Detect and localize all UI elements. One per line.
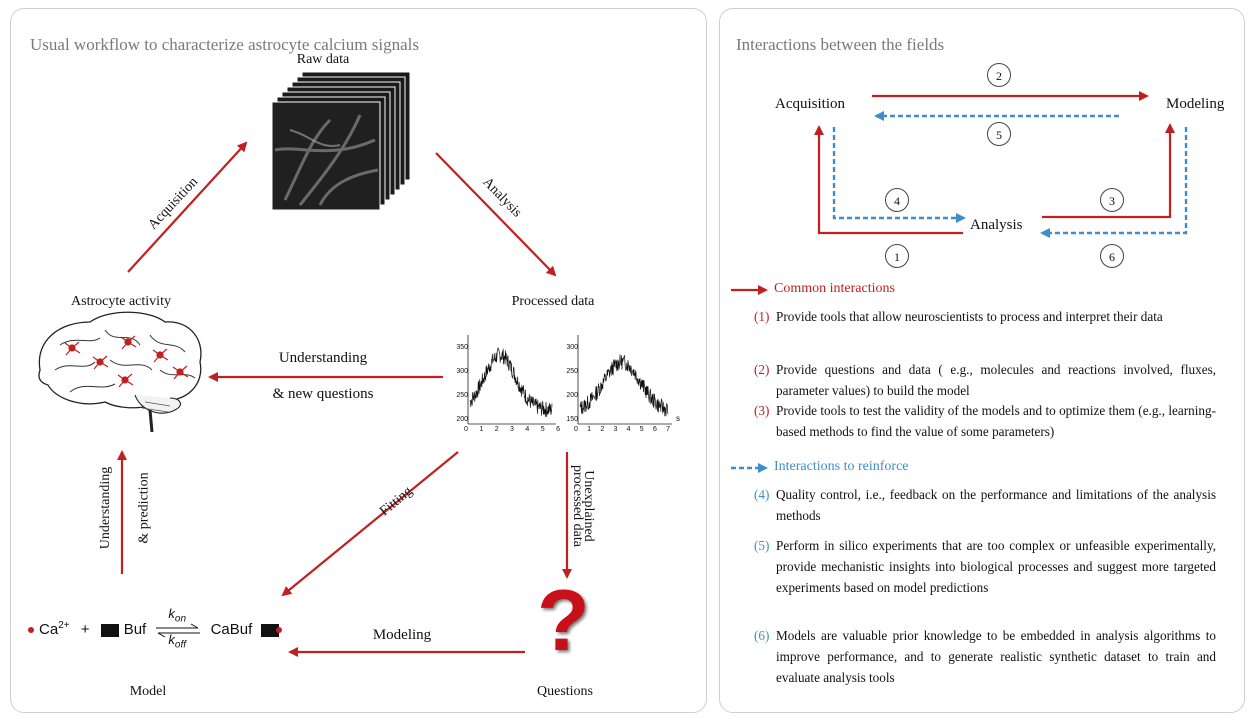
legend-reinforce: Interactions to reinforce	[774, 459, 909, 474]
item-text: Models are valuable prior knowledge to b…	[776, 628, 1216, 685]
item-number: (6)	[754, 628, 770, 643]
processed-data-vertical-label: processed data	[570, 464, 586, 548]
node-analysis: Analysis	[970, 217, 1023, 233]
plot1-ytick: 300	[456, 368, 468, 375]
calcium-dot-icon	[28, 627, 34, 633]
item-text: Provide tools that allow neuroscientists…	[776, 309, 1163, 324]
brain-illustration	[38, 311, 202, 433]
k-off-subscript: off	[174, 639, 187, 651]
plot2-xtick: 6	[652, 426, 657, 433]
processed-data-plot-2	[577, 335, 672, 425]
plot1-ytick: 200	[456, 416, 468, 423]
k-on-symbol: k	[168, 606, 175, 621]
node-acquisition: Acquisition	[775, 96, 845, 112]
plot2-ytick: 150	[566, 416, 578, 423]
buffer-block-icon	[100, 623, 119, 637]
item-number: (4)	[754, 487, 770, 502]
plot2-xtick: 4	[626, 426, 631, 433]
interaction-number-1: 1	[885, 244, 909, 268]
k-on-label: kon	[168, 606, 186, 625]
interaction-number-6: 6	[1100, 244, 1124, 268]
item-number: (5)	[754, 538, 770, 553]
interactions-title: Interactions between the fields	[736, 35, 945, 54]
cabuf-label: CaBuf	[210, 620, 253, 638]
interaction-number-2: 2	[987, 63, 1011, 87]
interaction-number-3: 3	[1100, 188, 1124, 212]
plot1-xtick: 4	[525, 426, 530, 433]
calcium-charge: 2+	[58, 619, 70, 631]
plot2-xtick: 0	[574, 426, 578, 433]
plot2-xticks: 0 1 2 3 4 5 6 7	[574, 426, 670, 433]
plot2-xtick: 5	[639, 426, 644, 433]
new-questions-label: & new questions	[272, 386, 374, 402]
plot1-yticks: 350 300 250 200	[452, 336, 468, 432]
item-number: (3)	[754, 403, 770, 418]
k-on-subscript: on	[174, 613, 187, 625]
astrocyte-activity-label: Astrocyte activity	[71, 294, 171, 309]
plot1-ytick: 250	[456, 392, 468, 399]
understanding-vertical-label: Understanding	[98, 466, 114, 550]
plot1-xtick: 6	[556, 426, 560, 433]
plot1-xtick: 3	[510, 426, 514, 433]
plot1-xtick: 0	[464, 426, 468, 433]
plot2-ytick: 200	[566, 392, 578, 399]
node-modeling: Modeling	[1166, 96, 1225, 112]
plus-sign: +	[80, 620, 90, 638]
interaction-arrows	[814, 91, 1188, 238]
item-text: Quality control, i.e., feedback on the p…	[776, 487, 1216, 523]
plot2-xtick: 2	[600, 426, 605, 433]
workflow-title: Usual workflow to characterize astrocyte…	[30, 35, 419, 54]
understanding-label: Understanding	[278, 350, 368, 366]
plot1-xtick: 2	[494, 426, 499, 433]
modeling-label: Modeling	[372, 627, 432, 643]
interaction-number-4: 4	[885, 188, 909, 212]
prediction-vertical-label: & prediction	[136, 472, 152, 544]
k-off-symbol: k	[168, 632, 175, 647]
plot2-yticks: 300 250 200 150	[562, 336, 578, 432]
questions-label: Questions	[537, 684, 593, 699]
interactions-panel	[719, 8, 1245, 713]
plot1-xtick: 5	[540, 426, 545, 433]
plot2-xtick: 3	[613, 426, 618, 433]
plot2-xtick: 7	[666, 426, 670, 433]
plot1-ytick: 350	[456, 344, 468, 351]
processed-data-label: Processed data	[511, 294, 595, 309]
processed-data-plot-1	[467, 335, 556, 425]
plot1-xtick: 1	[479, 426, 484, 433]
buffer-label: Buf	[123, 620, 147, 638]
item-text: Provide tools to test the validity of th…	[776, 403, 1216, 439]
legend-common: Common interactions	[774, 281, 895, 296]
plot1-xticks: 0 1 2 3 4 5 6	[464, 426, 560, 433]
item-text: Provide questions and data ( e.g., molec…	[776, 362, 1216, 398]
acquisition-arrow	[127, 141, 248, 273]
model-label: Model	[129, 684, 167, 699]
interaction-number-5: 5	[987, 122, 1011, 146]
plot2-ytick: 250	[566, 368, 578, 375]
equilibrium-arrows-icon	[156, 623, 201, 638]
calcium-label: Ca	[39, 620, 59, 638]
raw-data-label: Raw data	[296, 52, 350, 67]
plot2-xtick: 1	[587, 426, 592, 433]
model-equation: Ca2+ + Buf kon koff CaBuf	[28, 606, 283, 651]
analysis-arrow	[435, 152, 557, 277]
cabuf-block-icon	[261, 623, 283, 637]
question-mark-icon: ?	[537, 573, 590, 669]
plot2-x-unit: s	[676, 414, 680, 423]
reaction-arrows: kon koff	[154, 606, 202, 651]
plot2-ytick: 300	[566, 344, 578, 351]
item-number: (2)	[754, 362, 770, 377]
raw-data-image-stack	[271, 71, 411, 211]
item-text: Perform in silico experiments that are t…	[776, 538, 1216, 595]
item-number: (1)	[754, 309, 770, 324]
fitting-arrow	[281, 451, 459, 597]
k-off-label: koff	[168, 632, 186, 651]
